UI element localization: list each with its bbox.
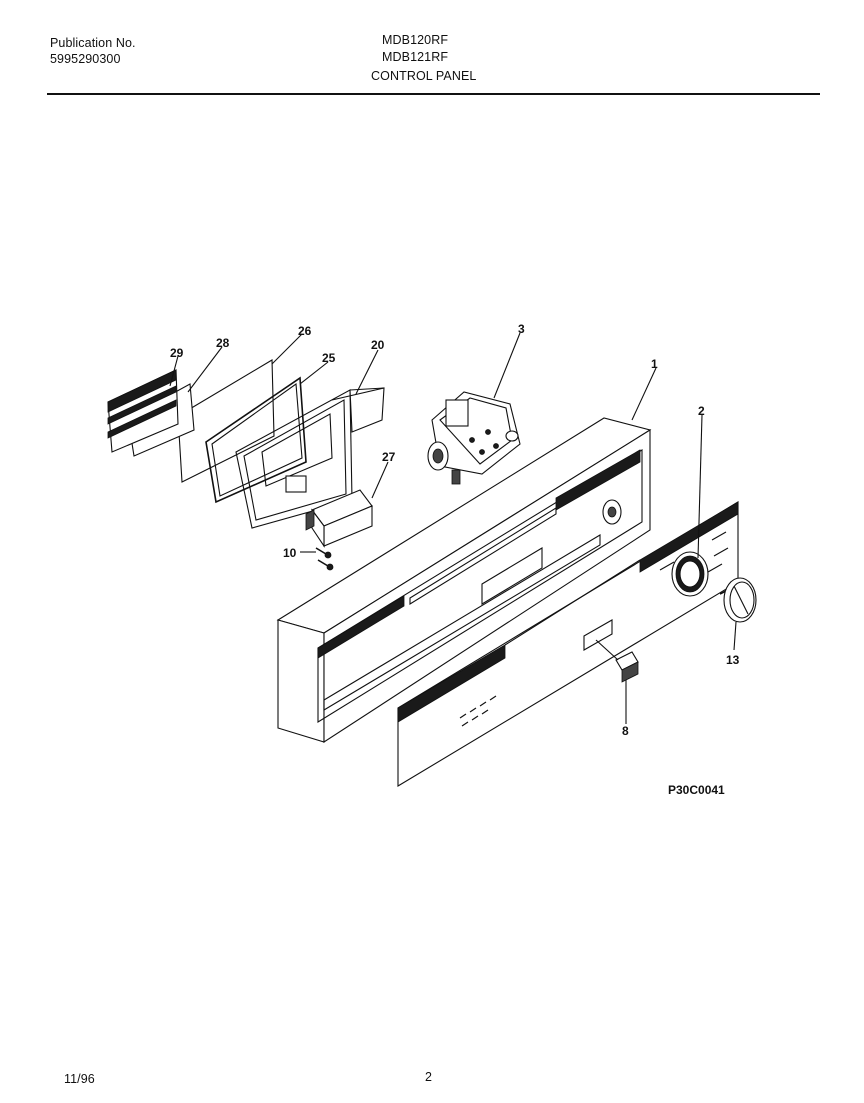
callouts: 29 28 26 25 20 3 1 2 27 10 13 8 P30C0041 <box>170 322 740 797</box>
section-title: CONTROL PANEL <box>371 69 477 83</box>
publication-number: 5995290300 <box>50 52 121 66</box>
screws <box>315 547 334 571</box>
callout-20: 20 <box>371 338 385 352</box>
callout-2: 2 <box>698 404 705 418</box>
model-number-2: MDB121RF <box>382 50 449 64</box>
callout-28: 28 <box>216 336 230 350</box>
figure-code: P30C0041 <box>668 783 725 797</box>
callout-29: 29 <box>170 346 184 360</box>
callout-8: 8 <box>622 724 629 738</box>
front-overlay <box>397 501 739 787</box>
gasket <box>205 376 307 504</box>
page-number: 2 <box>425 1070 433 1084</box>
callout-10: 10 <box>283 546 297 560</box>
circuit-board <box>107 369 179 453</box>
callout-13: 13 <box>726 653 740 667</box>
publication-label: Publication No. <box>50 36 136 50</box>
insulation-sheet <box>177 359 275 483</box>
model-number-1: MDB120RF <box>382 33 449 47</box>
callout-26: 26 <box>298 324 312 338</box>
callout-25: 25 <box>322 351 336 365</box>
header-rule <box>47 93 820 95</box>
callout-27: 27 <box>382 450 396 464</box>
timer <box>427 391 521 485</box>
leader-lines <box>169 332 737 724</box>
push-button <box>595 639 639 683</box>
callout-3: 3 <box>518 322 525 336</box>
switch <box>305 489 373 548</box>
console-panel <box>276 417 652 744</box>
control-knob <box>719 577 757 623</box>
footer-date: 11/96 <box>64 1072 95 1086</box>
callout-1: 1 <box>651 357 658 371</box>
